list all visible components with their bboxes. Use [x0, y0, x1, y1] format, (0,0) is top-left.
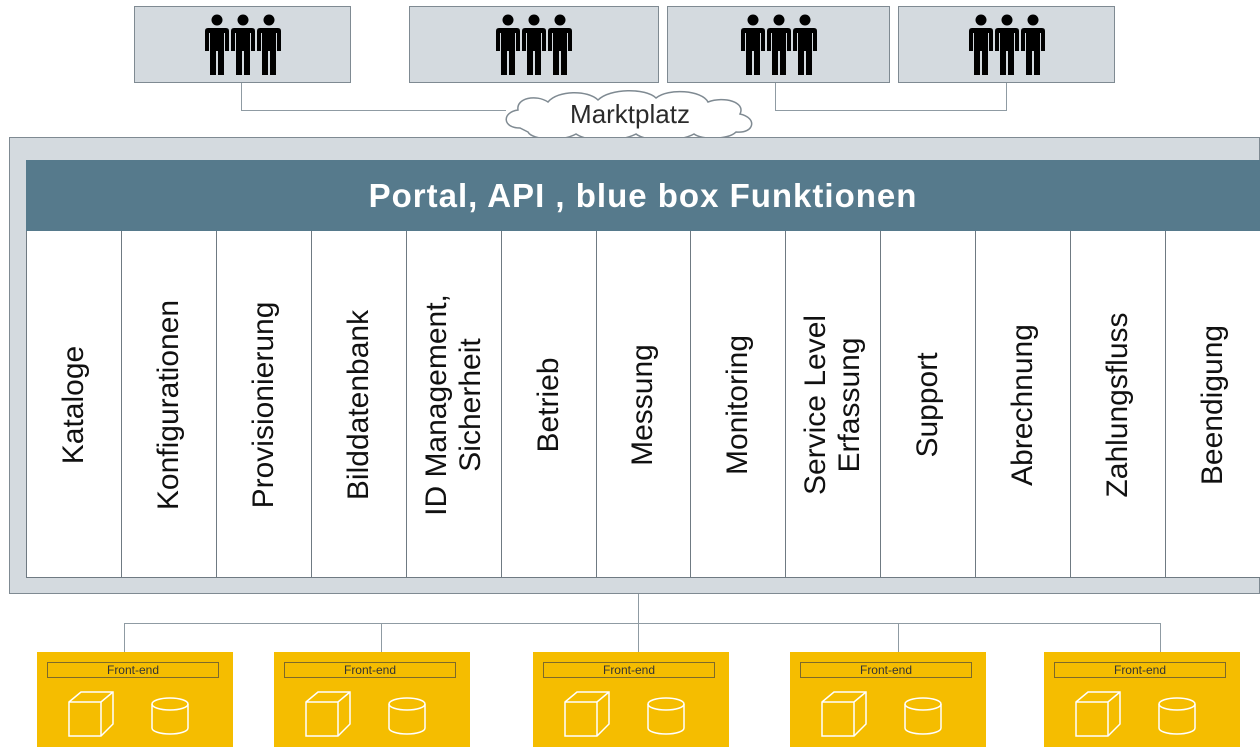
frontend-label: Front-end [47, 662, 219, 678]
function-column: Support [880, 231, 976, 578]
person-icon [522, 14, 546, 76]
database-icon [902, 696, 944, 738]
frontend-label: Front-end [800, 662, 972, 678]
function-columns: Kataloge Konfigurationen Provisionierung Bi… [26, 231, 1260, 578]
frontend-box: Front-end [37, 652, 233, 747]
person-icon [1020, 14, 1045, 76]
portal-header: Portal, API , blue box Funktionen [26, 160, 1260, 231]
person-icon [740, 14, 765, 76]
person-icon [496, 14, 520, 76]
function-label: Beendigung [1196, 324, 1230, 485]
frontend-box: Front-end [533, 652, 729, 747]
frontend-box: Front-end [274, 652, 470, 747]
frontend-box: Front-end [1044, 652, 1240, 747]
function-label: Abrechnung [1006, 323, 1040, 486]
frontend-label: Front-end [1054, 662, 1226, 678]
person-icon [204, 14, 229, 76]
connector-line [638, 623, 639, 652]
frontend-label: Front-end [543, 662, 715, 678]
function-label: Messung [626, 343, 660, 466]
connector-line [638, 594, 639, 624]
user-group-3 [667, 6, 890, 83]
person-icon [230, 14, 255, 76]
connector-line [124, 623, 1160, 624]
user-group-1 [134, 6, 351, 83]
cube-icon [818, 688, 870, 740]
person-icon [792, 14, 817, 76]
function-label: Support [911, 351, 945, 458]
function-column: Messung [595, 231, 691, 578]
columns-bottom-border [26, 577, 1260, 578]
connector-line [775, 110, 1007, 111]
function-label: Zahlungsfluss [1101, 311, 1135, 498]
function-column: ID Management, Sicherheit [405, 231, 501, 578]
function-column: Service Level Erfassung [785, 231, 881, 578]
function-label: ID Management, Sicherheit [419, 293, 487, 516]
connector-line [381, 623, 382, 652]
cube-icon [1072, 688, 1124, 740]
function-column: Abrechnung [975, 231, 1071, 578]
function-label: Service Level Erfassung [799, 314, 867, 495]
function-label: Betrieb [531, 356, 565, 453]
database-icon [645, 696, 687, 738]
connector-line [898, 623, 899, 652]
person-icon [994, 14, 1019, 76]
person-icon [548, 14, 572, 76]
cube-icon [561, 688, 613, 740]
connector-line [1160, 623, 1161, 652]
connector-line [241, 83, 242, 110]
connector-line [124, 623, 125, 652]
connector-line [775, 83, 776, 110]
database-icon [1156, 696, 1198, 738]
cube-icon [302, 688, 354, 740]
function-column: Zahlungsfluss [1070, 231, 1166, 578]
person-icon [256, 14, 281, 76]
function-label: Kataloge [56, 345, 90, 464]
function-column: Beendigung [1165, 231, 1260, 578]
user-group-2 [409, 6, 659, 83]
function-column: Betrieb [500, 231, 596, 578]
connector-line [1006, 83, 1007, 110]
marketplace-label: Marktplatz [570, 99, 690, 129]
function-column: Provisionierung [215, 231, 311, 578]
person-icon [968, 14, 993, 76]
frontend-label: Front-end [284, 662, 456, 678]
function-column: Kataloge [26, 231, 121, 578]
function-label: Monitoring [721, 334, 755, 475]
frontend-box: Front-end [790, 652, 986, 747]
user-group-4 [898, 6, 1115, 83]
function-column: Monitoring [690, 231, 786, 578]
cube-icon [65, 688, 117, 740]
function-column: Bilddatenbank [310, 231, 406, 578]
function-label: Konfigurationen [151, 299, 185, 510]
connector-line [241, 110, 506, 111]
function-column: Konfigurationen [120, 231, 216, 578]
function-label: Provisionierung [246, 301, 280, 508]
function-label: Bilddatenbank [341, 309, 375, 500]
person-icon [766, 14, 791, 76]
database-icon [149, 696, 191, 738]
database-icon [386, 696, 428, 738]
